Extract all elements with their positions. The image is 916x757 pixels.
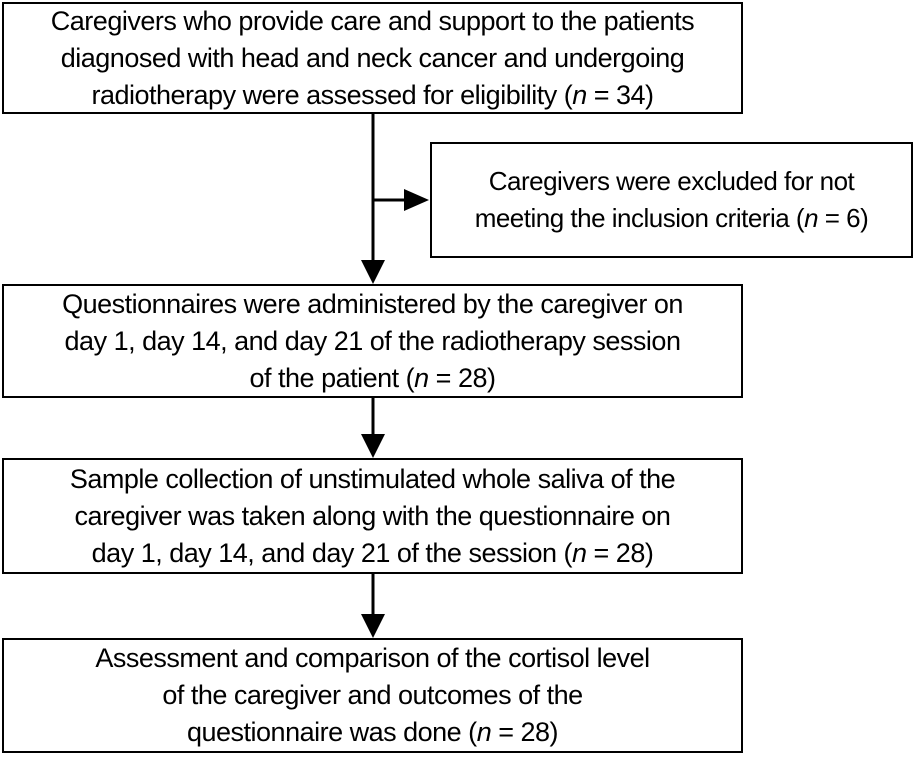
box-assessment-line1: Assessment and comparison of the cortiso… [95, 643, 650, 673]
box-questionnaire-line3-pre: of the patient ( [249, 362, 415, 393]
box-eligibility-line3-pre: radiotherapy were assessed for eligibili… [91, 79, 573, 110]
box-excluded: Caregivers were excluded for not meeting… [430, 142, 913, 258]
box-assessment-line3: questionnaire was done (n = 28) [186, 714, 559, 751]
box-excluded-line2: meeting the inclusion criteria (n = 6) [475, 200, 869, 237]
box-eligibility-line3-post: = 34) [586, 79, 654, 110]
box-excluded-line1: Caregivers were excluded for not [488, 166, 855, 196]
box-eligibility-line2: diagnosed with head and neck cancer and … [60, 42, 685, 73]
box-assessment-line3-post: = 28) [491, 717, 559, 747]
box-questionnaire-line1: Questionnaires were administered by the … [62, 288, 683, 319]
n-variable: n [804, 203, 819, 233]
box-eligibility: Caregivers who provide care and support … [2, 2, 743, 114]
box-assessment: Assessment and comparison of the cortiso… [2, 638, 743, 753]
n-variable: n [414, 362, 429, 393]
box-sample: Sample collection of unstimulated whole … [2, 458, 743, 574]
box-sample-line2: caregiver was taken along with the quest… [74, 500, 671, 531]
box-assessment-line2: of the caregiver and outcomes of the [162, 680, 583, 710]
n-variable: n [572, 79, 587, 110]
box-sample-line3-pre: day 1, day 14, and day 21 of the session… [91, 537, 573, 568]
box-questionnaire-line3: of the patient (n = 28) [250, 360, 496, 397]
n-variable: n [476, 717, 492, 747]
box-questionnaire-line3-post: = 28) [428, 362, 496, 393]
arrow-down-head-1 [361, 260, 385, 284]
box-sample-line1: Sample collection of unstimulated whole … [69, 463, 676, 494]
box-sample-line3: day 1, day 14, and day 21 of the session… [92, 535, 654, 572]
box-eligibility-line1: Caregivers who provide care and support … [50, 5, 695, 36]
box-sample-line3-post: = 28) [586, 537, 654, 568]
arrow-right-head [404, 189, 429, 211]
box-questionnaire: Questionnaires were administered by the … [2, 284, 743, 398]
box-questionnaire-line2: day 1, day 14, and day 21 of the radioth… [64, 325, 681, 356]
box-assessment-line3-pre: questionnaire was done ( [186, 717, 477, 747]
n-variable: n [572, 537, 587, 568]
box-excluded-line2-pre: meeting the inclusion criteria ( [474, 203, 805, 233]
arrow-down-head-2 [361, 434, 385, 458]
box-excluded-line2-post: = 6) [818, 203, 869, 233]
box-eligibility-line3: radiotherapy were assessed for eligibili… [91, 77, 654, 114]
arrow-down-head-3 [361, 614, 385, 638]
